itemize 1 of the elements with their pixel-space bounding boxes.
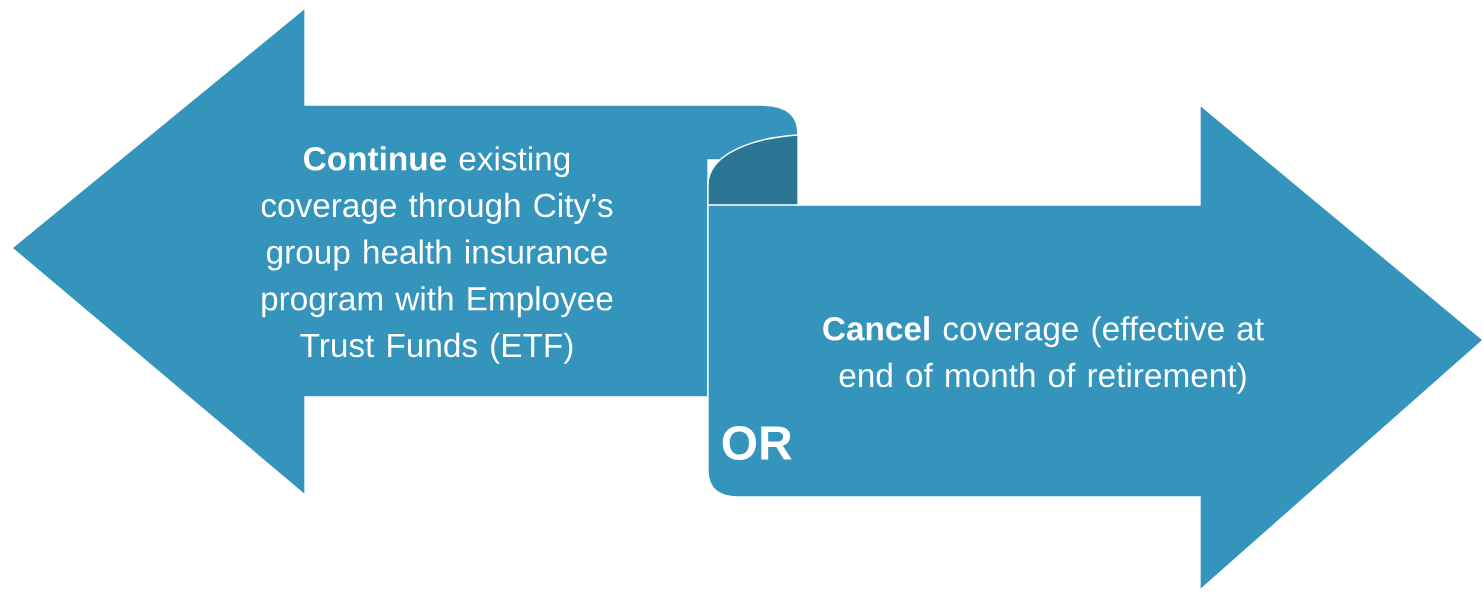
or-label: OR — [722, 426, 792, 460]
